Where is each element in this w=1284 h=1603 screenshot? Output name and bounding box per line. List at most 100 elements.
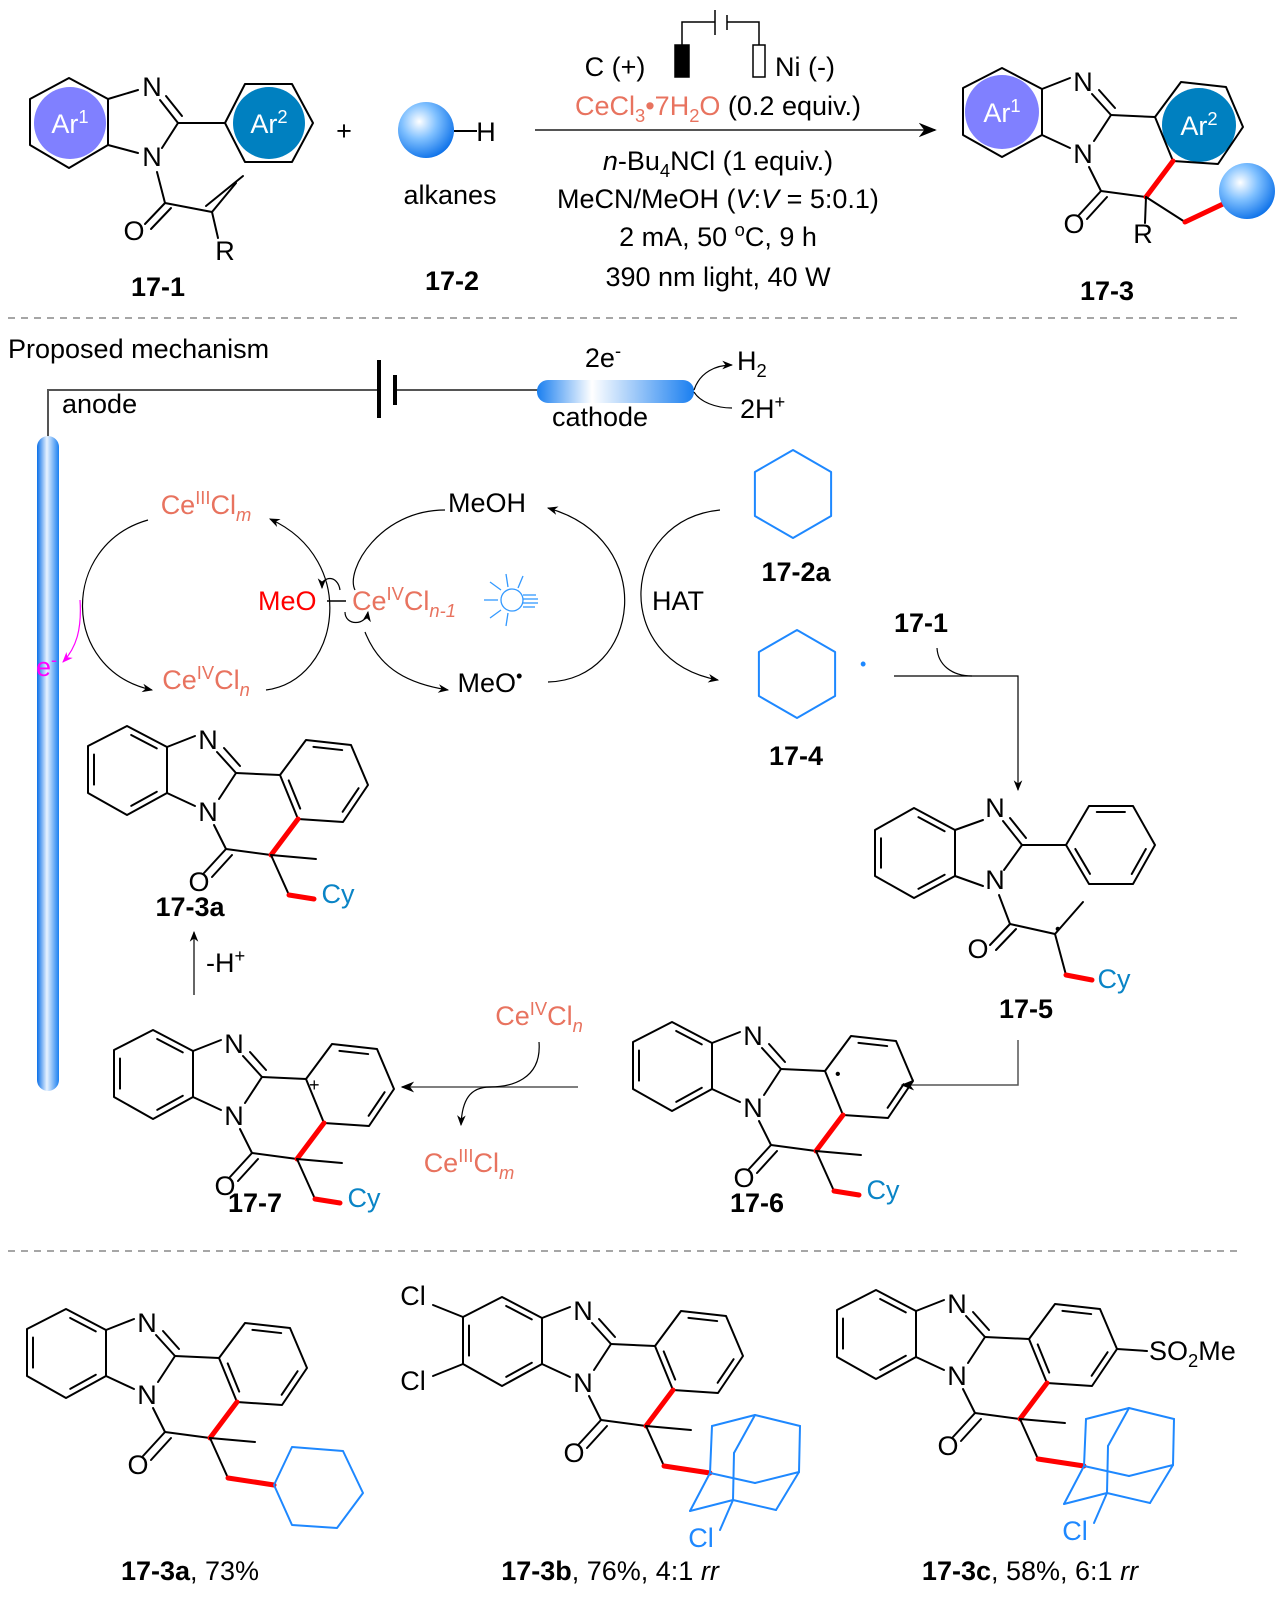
bond bbox=[261, 1076, 307, 1080]
bond bbox=[166, 792, 196, 807]
methyl-bond bbox=[1019, 1418, 1066, 1424]
atom-label: O bbox=[214, 1171, 235, 1201]
hat-arc-2 bbox=[640, 509, 721, 683]
double-bond bbox=[367, 1091, 386, 1117]
cerium-iv-species: CeIVCln bbox=[162, 662, 250, 700]
alkyl-ball-icon bbox=[398, 102, 454, 158]
ar1-label: Ar1 bbox=[51, 106, 88, 139]
double-bond bbox=[150, 207, 172, 230]
adamantyl-bond bbox=[1149, 1464, 1174, 1504]
light-bulb-icon bbox=[484, 573, 538, 627]
atom-label: N bbox=[985, 793, 1005, 823]
hat-arc-1 bbox=[546, 506, 626, 683]
double-bond bbox=[341, 787, 360, 813]
proton-arc bbox=[693, 391, 733, 409]
atom-label: O bbox=[937, 1431, 958, 1461]
electron-label: e- bbox=[36, 649, 57, 682]
bond bbox=[1100, 190, 1147, 198]
bond bbox=[954, 875, 984, 887]
radical-dot: • bbox=[860, 654, 866, 674]
bond bbox=[156, 171, 166, 204]
label-17-4: 17-4 bbox=[769, 741, 823, 771]
adamantyl-bond bbox=[689, 1499, 734, 1512]
imine-bond bbox=[216, 751, 237, 774]
bond bbox=[157, 1355, 176, 1383]
atom-label: N bbox=[573, 1296, 593, 1326]
adamantyl-bond bbox=[1063, 1492, 1108, 1505]
sulfonyl-substituent: SO2Me bbox=[1149, 1336, 1236, 1371]
cerium-iv-oxidant: CeIVCln bbox=[495, 998, 583, 1036]
chlorine-atom: Cl bbox=[1062, 1516, 1088, 1546]
lmct-arc bbox=[265, 518, 331, 691]
ar2-label: Ar2 bbox=[250, 106, 287, 139]
bond bbox=[915, 1356, 945, 1371]
aryl-ring bbox=[1028, 1303, 1118, 1387]
cation-charge: + bbox=[309, 1075, 320, 1095]
benzo-ring bbox=[836, 1289, 917, 1380]
adamantyl-bond bbox=[754, 1471, 800, 1484]
oxidation-arc bbox=[81, 519, 154, 693]
bond bbox=[296, 1158, 316, 1200]
atom-label: N bbox=[198, 725, 218, 755]
double-bond bbox=[312, 745, 344, 752]
adamantyl-bond bbox=[732, 1452, 735, 1501]
bond bbox=[213, 824, 227, 850]
cyclohexyl-ring bbox=[273, 1446, 364, 1529]
double-bond bbox=[586, 1425, 608, 1449]
cerium-iii-species: CeIIIClm bbox=[161, 487, 252, 525]
atom-label: N bbox=[142, 72, 162, 102]
methoxy-radical: MeO• bbox=[458, 665, 523, 698]
bond bbox=[758, 1120, 772, 1146]
compound-label-17-3: 17-3 bbox=[1080, 276, 1134, 306]
atom-label: O bbox=[733, 1163, 754, 1193]
cyclohexyl-label: Cy bbox=[348, 1183, 381, 1213]
atom-label: R bbox=[1133, 219, 1153, 249]
new-bond bbox=[1143, 158, 1176, 200]
new-bond bbox=[294, 1120, 327, 1162]
cerium-reduction-arc bbox=[457, 1041, 540, 1127]
cyclohexane-ring bbox=[753, 449, 833, 539]
bond bbox=[164, 202, 213, 213]
double-bond bbox=[960, 1418, 982, 1442]
bond bbox=[192, 1039, 222, 1052]
methoxy-arc bbox=[364, 631, 450, 693]
bond bbox=[593, 1343, 612, 1371]
adamantyl-bond bbox=[1128, 1407, 1175, 1420]
bond bbox=[1041, 77, 1071, 90]
adamantyl-bond bbox=[1172, 1418, 1175, 1466]
adamantyl-bond bbox=[709, 1425, 713, 1474]
bond bbox=[770, 1144, 817, 1152]
adamantyl-bond bbox=[1128, 1464, 1174, 1477]
new-bond bbox=[225, 1475, 277, 1488]
double-bond bbox=[1130, 848, 1147, 875]
cyclohexane-17-2a bbox=[753, 449, 833, 539]
double-bond bbox=[1074, 847, 1092, 875]
bond bbox=[142, 1431, 166, 1457]
label-17-2a: 17-2a bbox=[761, 557, 831, 587]
bond bbox=[225, 848, 272, 856]
double-bond bbox=[165, 95, 183, 117]
electron-transfer-arrow bbox=[62, 599, 81, 663]
bond bbox=[962, 1388, 976, 1414]
reagent-entry-arc bbox=[936, 647, 973, 677]
bond bbox=[954, 819, 984, 831]
label-17-6: 17-6 bbox=[730, 1188, 784, 1218]
cyclohexyl-label: Cy bbox=[1098, 964, 1131, 994]
bond bbox=[600, 1419, 647, 1427]
protons: 2H+ bbox=[740, 391, 785, 424]
new-bond bbox=[312, 1196, 343, 1206]
example-caption-17-3c: 17-3c, 58%, 6:1 rr bbox=[922, 1556, 1139, 1586]
atom-label: N bbox=[224, 1101, 244, 1131]
methanol-arc bbox=[352, 509, 446, 591]
atom-label: N bbox=[985, 865, 1005, 895]
bond bbox=[1110, 114, 1156, 118]
atom-label: O bbox=[127, 1450, 148, 1480]
bond bbox=[1145, 196, 1186, 223]
imine-bond bbox=[761, 1047, 782, 1070]
example-caption-17-3a: 17-3a, 73% bbox=[121, 1556, 259, 1586]
methyl-bond bbox=[270, 854, 317, 860]
condition-line: 2 mA, 50 oC, 9 h bbox=[619, 219, 817, 252]
mechanism-title: Proposed mechanism bbox=[8, 334, 269, 364]
